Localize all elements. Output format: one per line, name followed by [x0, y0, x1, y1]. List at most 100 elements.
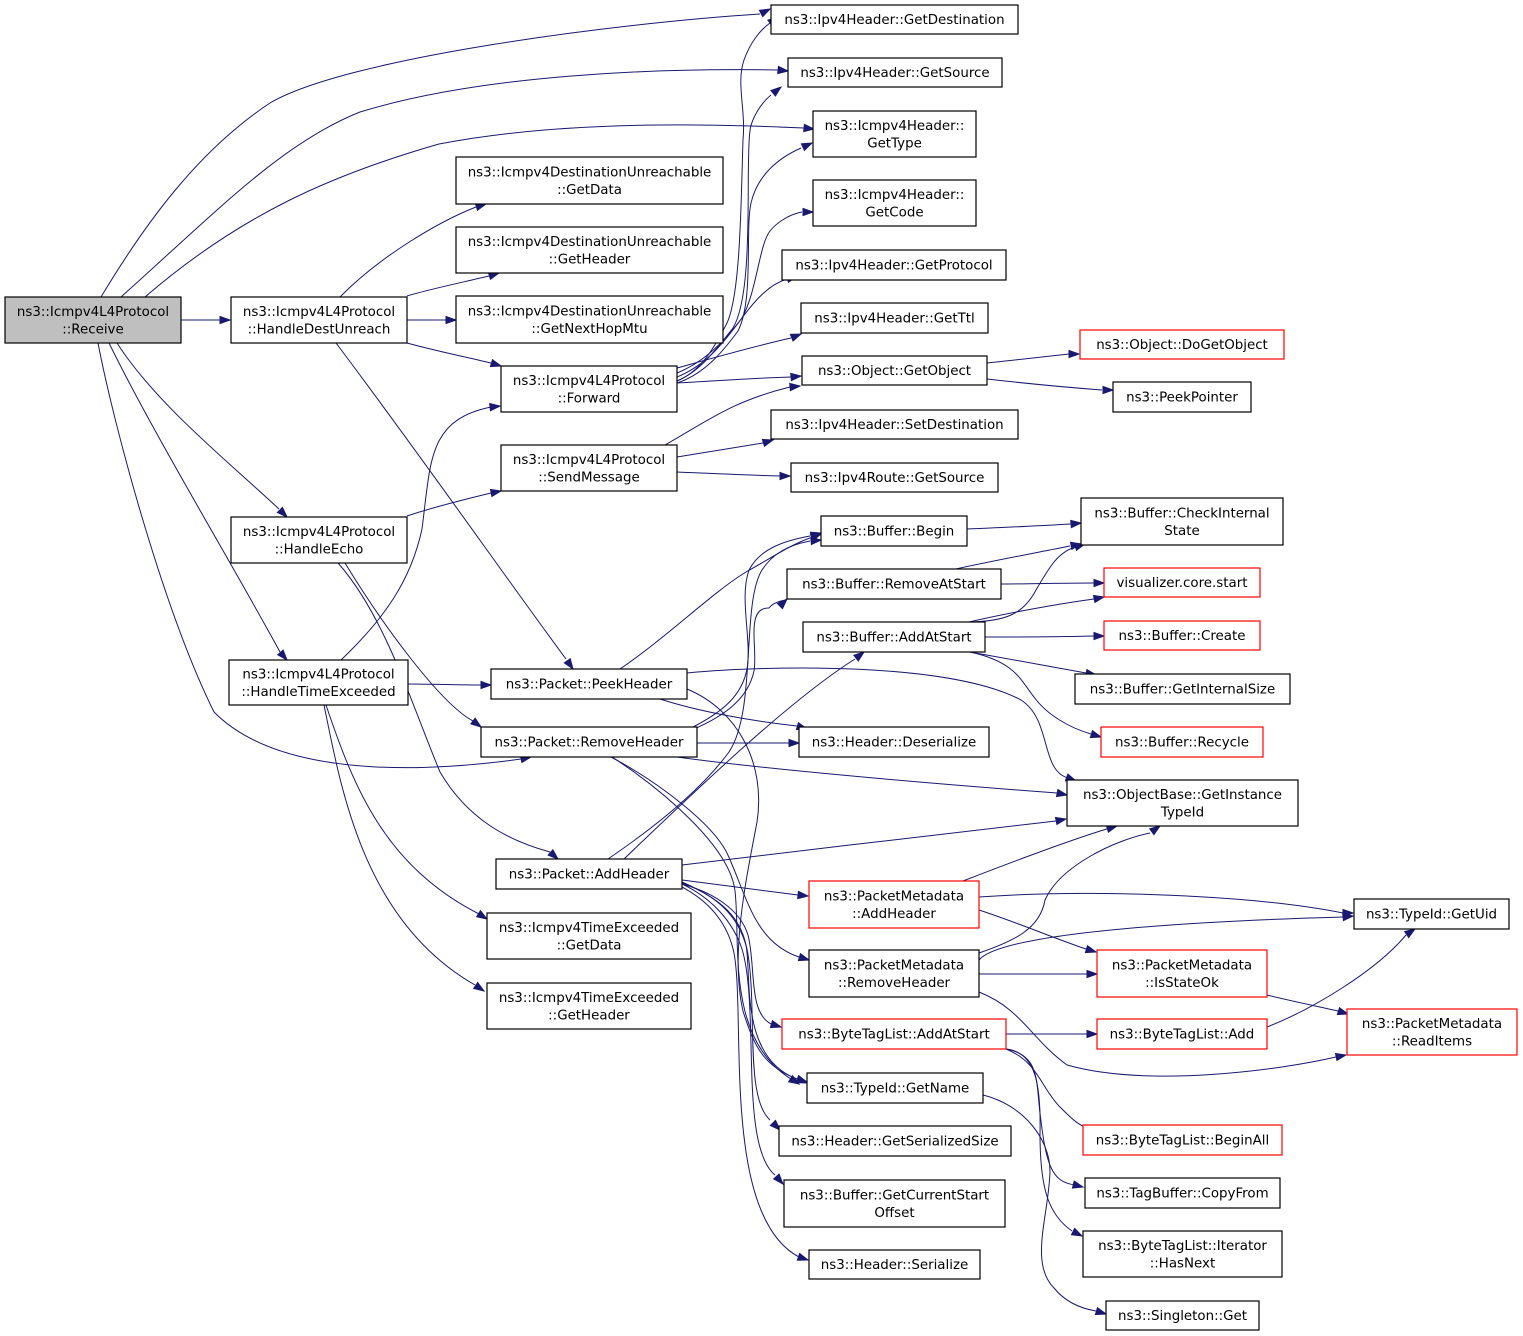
- function-node-buffer_begin[interactable]: ns3::Buffer::Begin: [820, 515, 968, 547]
- call-edge-handle_echo-to-packet_remove_header: [344, 562, 483, 728]
- function-node-btl_add[interactable]: ns3::ByteTagList::Add: [1096, 1018, 1268, 1050]
- function-node-te_get_data[interactable]: ns3::Icmpv4TimeExceeded::GetData: [486, 912, 692, 960]
- call-edge-send_message-to-object_get_object: [664, 382, 802, 446]
- arrowhead-icon: [777, 65, 790, 75]
- call-edge-buffer_remove_at_start-to-buffer_check_internal_state: [955, 541, 1083, 570]
- function-node-visualizer_core_start[interactable]: visualizer.core.start: [1103, 567, 1261, 598]
- call-edge-line: [406, 492, 492, 517]
- function-node-du_get_next_hop_mtu[interactable]: ns3::Icmpv4DestinationUnreachable::GetNe…: [455, 295, 724, 344]
- call-edge-line: [676, 471, 781, 477]
- function-node-forward[interactable]: ns3::Icmpv4L4Protocol::Forward: [500, 365, 678, 413]
- function-node-handle_dest_unreach[interactable]: ns3::Icmpv4L4Protocol::HandleDestUnreach: [230, 296, 408, 344]
- arrowhead-icon: [1403, 928, 1417, 939]
- function-node-pm_remove_header[interactable]: ns3::PacketMetadata::RemoveHeader: [808, 949, 980, 998]
- function-node-btl_add_at_start[interactable]: ns3::ByteTagList::AddAtStart: [781, 1018, 1007, 1050]
- function-node-peek_pointer[interactable]: ns3::PeekPointer: [1112, 381, 1252, 413]
- function-node-buffer_recycle[interactable]: ns3::Buffer::Recycle: [1100, 726, 1264, 758]
- function-node-ipv4route_get_source[interactable]: ns3::Ipv4Route::GetSource: [790, 462, 999, 493]
- function-node-receive[interactable]: ns3::Icmpv4L4Protocol::Receive: [4, 296, 182, 344]
- arrowhead-icon: [1071, 1180, 1085, 1189]
- function-node-ipv4_get_source[interactable]: ns3::Ipv4Header::GetSource: [787, 57, 1003, 88]
- node-label-line: ns3::Ipv4Header::GetSource: [800, 66, 989, 81]
- arrowhead-icon: [1334, 1052, 1348, 1062]
- function-node-pm_read_items[interactable]: ns3::PacketMetadata::ReadItems: [1346, 1008, 1518, 1056]
- call-edge-line: [686, 667, 1069, 779]
- call-edge-line: [676, 211, 803, 378]
- function-node-ipv4_get_destination[interactable]: ns3::Ipv4Header::GetDestination: [770, 4, 1019, 35]
- function-node-handle_echo[interactable]: ns3::Icmpv4L4Protocol::HandleEcho: [230, 516, 408, 564]
- call-edge-line: [120, 69, 779, 298]
- call-edge-pm_remove_header-to-pm_is_state_ok: [978, 969, 1099, 979]
- call-edge-line: [676, 376, 792, 384]
- node-label-line: ::HasNext: [1150, 1256, 1215, 1271]
- function-node-icmp_get_code[interactable]: ns3::Icmpv4Header::GetCode: [812, 179, 977, 227]
- function-node-icmp_get_type[interactable]: ns3::Icmpv4Header::GetType: [812, 110, 977, 158]
- node-label-line: TypeId: [1160, 805, 1204, 820]
- node-box: [770, 4, 1019, 35]
- node-box: [1096, 1018, 1268, 1050]
- node-box: [455, 156, 724, 205]
- arrowhead-icon: [776, 597, 789, 610]
- function-node-send_message[interactable]: ns3::Icmpv4L4Protocol::SendMessage: [500, 444, 678, 492]
- function-node-typeid_get_uid[interactable]: ns3::TypeId::GetUid: [1353, 898, 1510, 930]
- function-node-btl_iterator_has_next[interactable]: ns3::ByteTagList::Iterator::HasNext: [1082, 1230, 1283, 1278]
- node-label-line: ns3::Icmpv4Header::: [825, 119, 965, 134]
- node-label-line: ns3::Ipv4Header::GetTtl: [814, 312, 974, 327]
- call-edge-line: [335, 342, 567, 660]
- node-box: [802, 621, 986, 653]
- function-node-packet_peek_header[interactable]: ns3::Packet::PeekHeader: [490, 668, 688, 700]
- function-node-tagbuffer_copy_from[interactable]: ns3::TagBuffer::CopyFrom: [1084, 1177, 1281, 1209]
- call-edge-buffer_begin-to-buffer_check_internal_state: [966, 519, 1083, 530]
- call-edge-packet_add_header-to-typeid_get_name: [681, 881, 809, 1084]
- function-node-object_get_object[interactable]: ns3::Object::GetObject: [801, 355, 988, 386]
- function-node-buffer_add_at_start[interactable]: ns3::Buffer::AddAtStart: [802, 621, 986, 653]
- call-edge-line: [407, 683, 482, 686]
- function-node-buffer_get_internal_size[interactable]: ns3::Buffer::GetInternalSize: [1074, 673, 1291, 705]
- arrowhead-icon: [475, 909, 489, 920]
- call-edge-handle_echo-to-packet_add_header: [337, 562, 560, 860]
- call-edge-pm_add_header-to-objectbase_get_instance_typeid: [962, 824, 1119, 882]
- function-node-pm_add_header[interactable]: ns3::PacketMetadata::AddHeader: [808, 880, 980, 929]
- function-node-buffer_remove_at_start[interactable]: ns3::Buffer::RemoveAtStart: [786, 568, 1002, 600]
- arrowhead-icon: [1084, 944, 1098, 954]
- node-label-line: ns3::TagBuffer::CopyFrom: [1096, 1187, 1268, 1202]
- node-box: [1353, 898, 1510, 930]
- call-edge-line: [659, 698, 798, 727]
- call-edge-handle_time_exceeded-to-te_get_header: [323, 704, 486, 992]
- call-edge-line: [692, 535, 811, 728]
- function-node-ipv4_get_protocol[interactable]: ns3::Ipv4Header::GetProtocol: [781, 249, 1007, 281]
- node-box: [495, 858, 683, 890]
- function-node-typeid_get_name[interactable]: ns3::TypeId::GetName: [806, 1072, 984, 1104]
- function-node-header_deserialize[interactable]: ns3::Header::Deserialize: [798, 726, 990, 758]
- call-edge-line: [969, 651, 1092, 735]
- function-node-handle_time_exceeded[interactable]: ns3::Icmpv4L4Protocol::HandleTimeExceede…: [228, 659, 409, 706]
- function-node-packet_add_header[interactable]: ns3::Packet::AddHeader: [495, 858, 683, 890]
- function-node-pm_is_state_ok[interactable]: ns3::PacketMetadata::IsStateOk: [1096, 949, 1268, 998]
- function-node-packet_remove_header[interactable]: ns3::Packet::RemoveHeader: [480, 726, 698, 758]
- function-node-te_get_header[interactable]: ns3::Icmpv4TimeExceeded::GetHeader: [486, 982, 692, 1030]
- node-box: [486, 982, 692, 1030]
- function-node-header_get_serialized_size[interactable]: ns3::Header::GetSerializedSize: [778, 1125, 1012, 1157]
- function-node-btl_begin_all[interactable]: ns3::ByteTagList::BeginAll: [1082, 1124, 1283, 1156]
- function-node-header_serialize[interactable]: ns3::Header::Serialize: [808, 1249, 981, 1280]
- function-node-object_do_get_object[interactable]: ns3::Object::DoGetObject: [1079, 329, 1285, 360]
- function-node-du_get_header[interactable]: ns3::Icmpv4DestinationUnreachable::GetHe…: [455, 226, 724, 274]
- arrowhead-icon: [472, 981, 486, 992]
- call-edge-packet_remove_header-to-header_deserialize: [697, 738, 801, 748]
- call-edge-line: [676, 442, 764, 458]
- call-edge-line: [144, 124, 805, 298]
- function-node-ipv4_set_destination[interactable]: ns3::Ipv4Header::SetDestination: [770, 409, 1019, 440]
- function-node-du_get_data[interactable]: ns3::Icmpv4DestinationUnreachable::GetDa…: [455, 156, 724, 205]
- arrowhead-icon: [803, 123, 816, 133]
- function-node-buffer_create[interactable]: ns3::Buffer::Create: [1103, 620, 1261, 651]
- node-label-line: ns3::Packet::PeekHeader: [506, 678, 673, 693]
- call-edge-line: [406, 342, 492, 364]
- call-edge-packet_add_header-to-header_serialize: [681, 886, 810, 1261]
- node-label-line: ::GetData: [557, 183, 622, 198]
- function-node-singleton_get[interactable]: ns3::Singleton::Get: [1105, 1300, 1260, 1331]
- function-node-ipv4_get_ttl[interactable]: ns3::Ipv4Header::GetTtl: [800, 302, 989, 334]
- call-edge-line: [97, 342, 522, 769]
